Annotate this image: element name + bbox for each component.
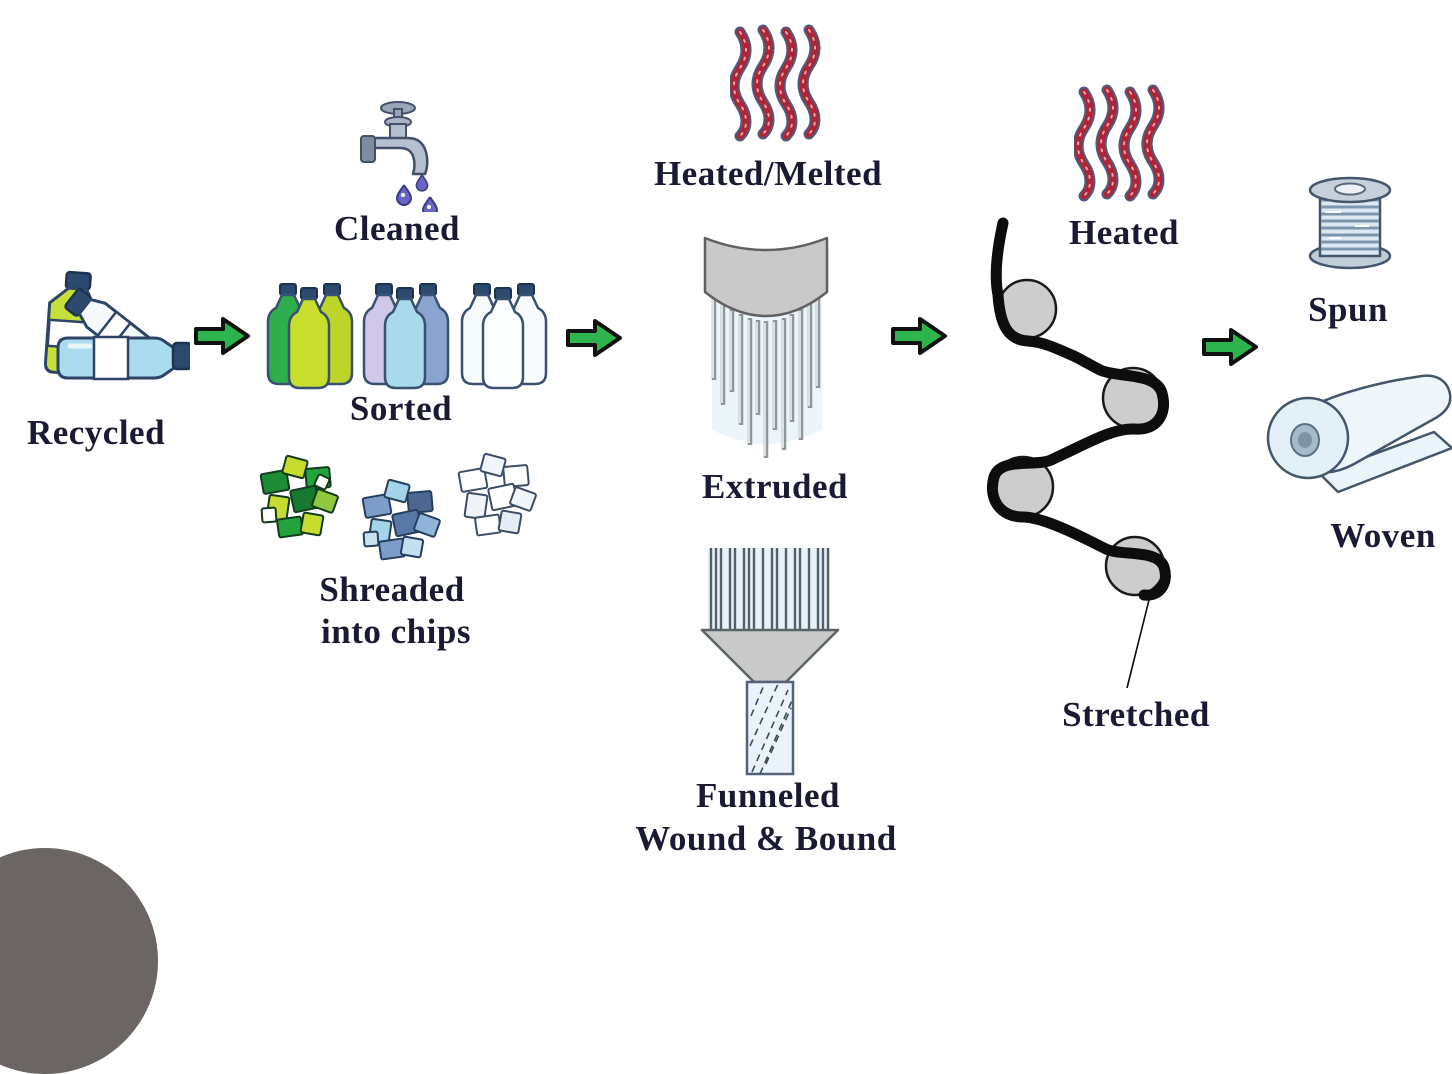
water-drops-icon (395, 174, 439, 212)
stretched-thread-leader (1126, 595, 1151, 689)
stage-label-woven: Woven (1330, 516, 1436, 555)
fabric-roll-icon (1266, 374, 1452, 494)
roller (1104, 535, 1166, 597)
plastic-bottle-pile-icon (43, 270, 190, 381)
stage-label-shredded-line1: Shreaded (319, 570, 465, 609)
stage-label-recycled: Recycled (26, 413, 166, 452)
heat-waves-icon (730, 24, 821, 142)
extruder-filaments-icon (703, 236, 829, 458)
heat-waves-icon (1074, 84, 1165, 202)
plastic-chips-icon (259, 452, 537, 561)
stage-label-stretched: Stretched (1062, 695, 1210, 734)
recycled-polyester-process-diagram: Recycled Cleaned (0, 24, 1452, 1074)
flow-arrow-icon (566, 319, 622, 357)
flow-arrow-icon (891, 317, 947, 355)
stage-label-spun: Spun (1308, 290, 1388, 329)
stage-label-extruded: Extruded (702, 467, 848, 506)
stage-label-funneled-line1: Funneled (695, 776, 841, 815)
sorted-bottle-groups-icon (266, 282, 548, 390)
stage-label-cleaned: Cleaned (334, 209, 460, 248)
faucet-drip-icon (360, 101, 439, 212)
thread-spool-icon (1308, 176, 1392, 270)
stretch-rollers-icon (987, 217, 1171, 689)
thread-path (987, 217, 1171, 601)
rope-twist-texture (749, 683, 794, 775)
stage-label-funneled-line2: Wound & Bound (635, 819, 897, 858)
flow-arrow-icon (1202, 328, 1258, 366)
green-chips (259, 454, 339, 539)
stage-label-shredded-line2: into chips (321, 612, 471, 651)
funnel-rope-icon (700, 548, 840, 776)
flow-arrow-icon (194, 317, 250, 355)
stage-label-heated-melted: Heated/Melted (653, 154, 883, 193)
blue-chips (361, 478, 441, 561)
stage-label-sorted: Sorted (349, 389, 453, 428)
corner-overlay-circle (0, 848, 158, 1074)
stage-label-heated: Heated (1069, 213, 1179, 252)
clear-chips (457, 452, 537, 537)
